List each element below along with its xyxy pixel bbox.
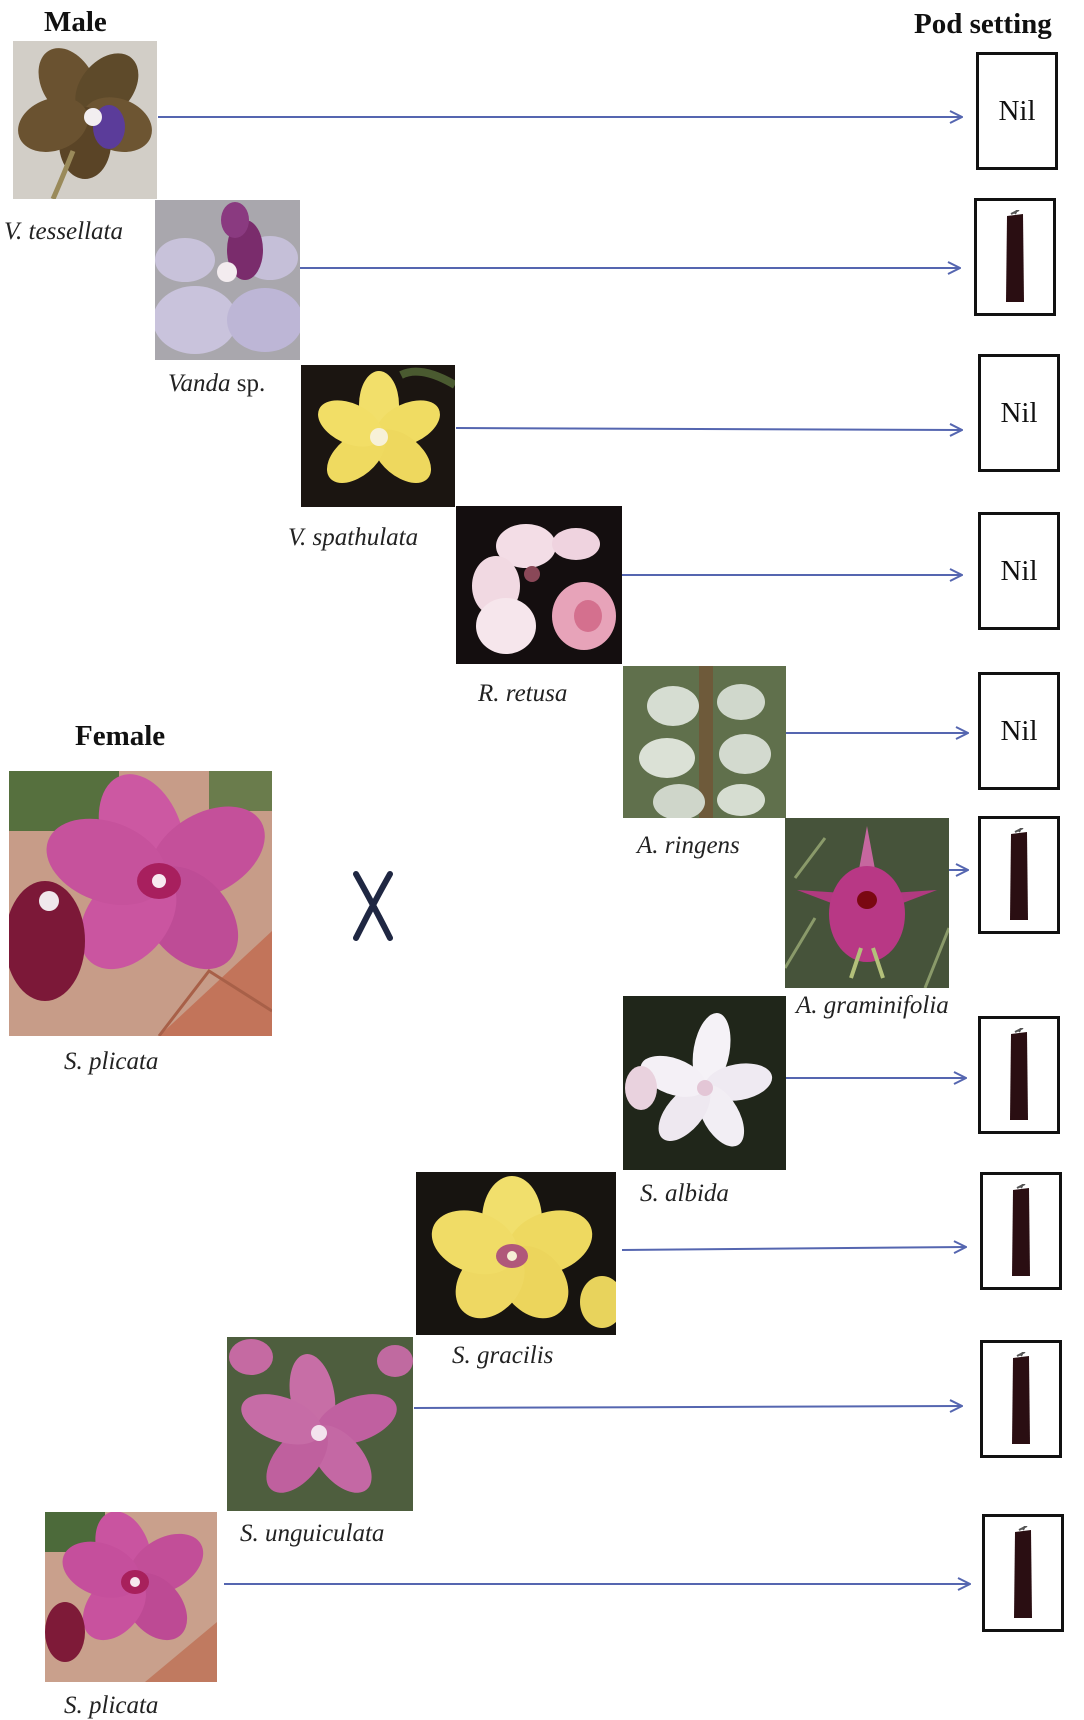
photo-s-plicata-male [45, 1512, 217, 1682]
nil-text: Nil [1000, 397, 1037, 430]
label-v-tessellata: V. tessellata [4, 218, 123, 246]
cross-symbol [350, 870, 396, 942]
photo-v-tessellata [13, 41, 157, 199]
nil-text: Nil [998, 95, 1035, 128]
seed-pod-icon [1007, 1028, 1031, 1122]
seed-pod-icon [1003, 210, 1027, 304]
label-s-unguiculata: S. unguiculata [240, 1520, 384, 1548]
seed-pod-icon [1011, 1526, 1035, 1620]
label-a-graminifolia: A. graminifolia [796, 992, 949, 1020]
label-vanda-suffix: sp. [237, 370, 265, 397]
nil-text: Nil [1000, 555, 1037, 588]
label-a-ringens: A. ringens [637, 832, 740, 860]
seed-pod-icon [1009, 1184, 1033, 1278]
pod-box-9 [980, 1340, 1062, 1458]
photo-s-plicata-female [9, 771, 272, 1036]
nil-text: Nil [1000, 715, 1037, 748]
photo-vanda-sp [155, 200, 300, 360]
label-vanda-sp: Vanda sp. [168, 370, 265, 398]
pod-box-1: Nil [976, 52, 1058, 170]
photo-s-unguiculata [227, 1337, 413, 1511]
seed-pod-icon [1009, 1352, 1033, 1446]
arrow-3 [456, 428, 962, 430]
pod-box-5: Nil [978, 672, 1060, 790]
label-v-spathulata: V. spathulata [288, 524, 418, 552]
label-vanda-genus: Vanda [168, 370, 231, 397]
label-s-gracilis: S. gracilis [452, 1342, 553, 1370]
label-r-retusa: R. retusa [478, 680, 567, 708]
photo-a-graminifolia [785, 818, 949, 988]
label-s-albida: S. albida [640, 1180, 729, 1208]
seed-pod-icon [1007, 828, 1031, 922]
pod-box-3: Nil [978, 354, 1060, 472]
photo-a-ringens [623, 666, 786, 818]
photo-r-retusa [456, 506, 622, 664]
arrow-9 [414, 1406, 962, 1408]
photo-v-spathulata [301, 365, 455, 507]
pod-box-2 [974, 198, 1056, 316]
label-s-plicata-male: S. plicata [64, 1692, 158, 1720]
pod-box-4: Nil [978, 512, 1060, 630]
pod-box-8 [980, 1172, 1062, 1290]
arrow-8 [622, 1247, 966, 1250]
photo-s-albida [623, 996, 786, 1170]
pod-box-7 [978, 1016, 1060, 1134]
photo-s-gracilis [416, 1172, 616, 1335]
pod-box-6 [978, 816, 1060, 934]
label-s-plicata-female: S. plicata [64, 1048, 158, 1076]
pod-box-10 [982, 1514, 1064, 1632]
